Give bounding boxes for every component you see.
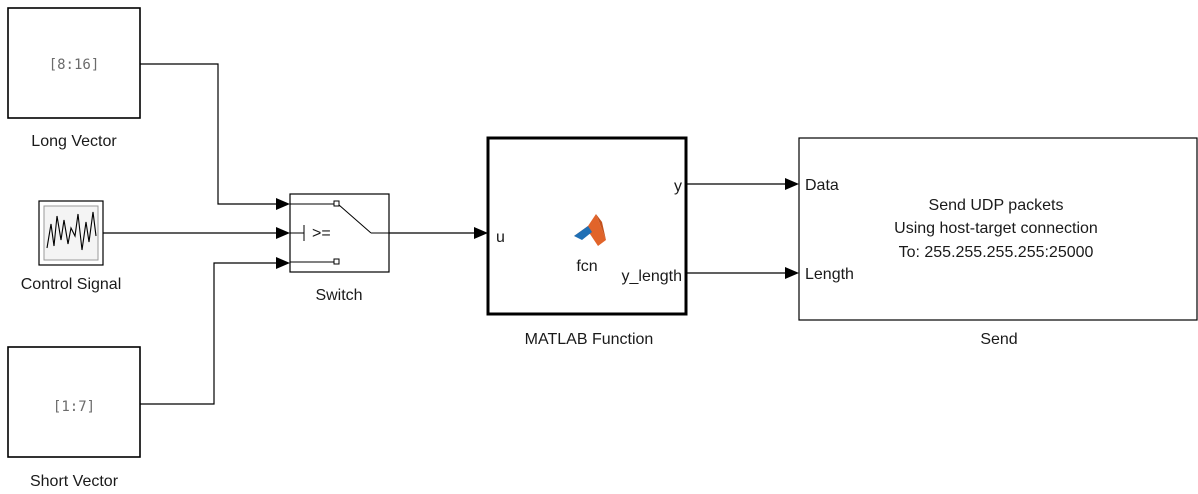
matlab-function-name: fcn	[576, 258, 597, 275]
signal-switch-to-function[interactable]	[389, 227, 488, 239]
short-vector-value: [1:7]	[53, 399, 95, 415]
random-signal-icon	[46, 211, 97, 251]
signal-long-vector-to-switch[interactable]	[140, 63, 290, 210]
signal-short-vector-to-switch[interactable]	[140, 257, 290, 405]
matlab-function-input-u: u	[496, 229, 505, 246]
switch-icon	[290, 200, 389, 265]
signal-control-to-switch[interactable]	[103, 227, 290, 239]
signal-y-to-data[interactable]	[686, 178, 799, 190]
send-input-data: Data	[805, 177, 839, 194]
switch-label: Switch	[315, 287, 362, 304]
send-description-line-3: To: 255.255.255.255:25000	[899, 244, 1094, 261]
matlab-logo-icon	[574, 214, 606, 246]
switch-criterion: >=	[312, 225, 331, 242]
matlab-function-output-y: y	[674, 178, 682, 195]
matlab-function-label: MATLAB Function	[525, 331, 654, 348]
send-description-line-1: Send UDP packets	[929, 197, 1064, 214]
short-vector-label: Short Vector	[30, 473, 119, 490]
control-signal-block[interactable]	[38, 200, 104, 266]
send-label: Send	[980, 331, 1017, 348]
matlab-function-output-y-length: y_length	[622, 268, 683, 285]
long-vector-label: Long Vector	[31, 133, 117, 150]
send-block[interactable]: Data Length Send UDP packets Using host-…	[798, 137, 1198, 321]
short-vector-block[interactable]: [1:7]	[7, 346, 141, 458]
send-description-line-2: Using host-target connection	[894, 220, 1098, 237]
long-vector-value: [8:16]	[49, 57, 100, 73]
switch-block[interactable]: >=	[289, 193, 390, 273]
long-vector-block[interactable]: [8:16]	[7, 7, 141, 119]
control-signal-label: Control Signal	[21, 276, 122, 293]
signal-y-length-to-length[interactable]	[686, 267, 799, 279]
send-input-length: Length	[805, 266, 854, 283]
matlab-function-block[interactable]: fcn u y y_length	[486, 136, 688, 316]
